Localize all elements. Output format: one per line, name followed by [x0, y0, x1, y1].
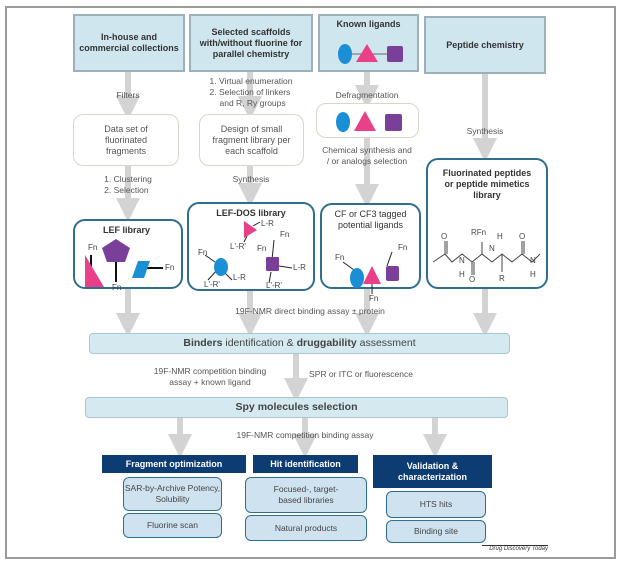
fn-label: Fn	[335, 253, 345, 262]
source-inhouse: In-house and commercial collections	[73, 14, 185, 72]
ellipse-icon	[214, 258, 228, 276]
fn-label: Fn	[112, 283, 122, 292]
lpr-label: L'-R'	[204, 280, 220, 289]
triangle-icon	[244, 221, 257, 238]
binders-text: identification &	[222, 337, 297, 349]
synthesis-peptide-label: Synthesis	[466, 126, 504, 136]
fn-label: Fn	[369, 294, 379, 303]
peptide-backbone	[432, 241, 541, 275]
hts-hits-box: HTS hits	[386, 491, 486, 518]
triangle-icon	[356, 44, 378, 62]
clustering-steps: 1. Clustering 2. Selection	[104, 174, 152, 196]
virtual-step-3: and R, Ry groups	[219, 98, 286, 108]
h-label: H	[459, 270, 465, 279]
square-icon	[387, 46, 403, 62]
spr-label: SPR or ITC or fluorescence	[309, 369, 413, 379]
o-label: O	[441, 232, 448, 241]
frame	[5, 6, 616, 559]
defrag-label: Defragmentation	[335, 90, 399, 100]
h-label: H	[530, 270, 536, 279]
h-label: H	[497, 232, 503, 241]
square-icon	[384, 113, 402, 131]
o-label: O	[519, 232, 526, 241]
dataset-box: Data set of fluorinated fragments	[73, 114, 179, 166]
fragment-optimization-header: Fragment optimization	[102, 455, 246, 473]
source-peptide: Peptide chemistry	[424, 16, 546, 74]
virtual-step-2: 2. Selection of linkers	[209, 87, 291, 97]
credit: Drug Discovery Today	[482, 545, 548, 552]
right-triangle-icon	[85, 255, 104, 287]
n-label: N	[459, 256, 465, 265]
lr-label: L-R	[293, 263, 306, 272]
natural-products-box: Natural products	[245, 515, 367, 541]
fn-label: Fn	[198, 248, 208, 257]
ellipse-icon	[338, 44, 352, 64]
lpr-label: L'-R'	[266, 281, 282, 290]
validation-header: Validation & characterization	[373, 455, 492, 488]
r-label: R	[499, 274, 505, 283]
hit-identification-header: Hit identification	[253, 455, 358, 473]
fn-label: Fn	[257, 244, 267, 253]
lef-dos-library-box: LEF-DOS library	[187, 202, 315, 291]
design-box: Design of small fragment library per eac…	[199, 114, 304, 166]
fn-label: Fn	[88, 243, 98, 252]
n-label: N	[530, 256, 536, 265]
lr-label: L-R	[261, 219, 274, 228]
binding-site-box: Binding site	[386, 520, 486, 543]
square-icon	[386, 266, 399, 281]
lr-label: L-R	[233, 273, 246, 282]
fn-label: Fn	[280, 230, 290, 239]
triangle-icon	[353, 110, 376, 131]
o-label: O	[469, 275, 476, 284]
sar-by-archive-box: SAR-by-Archive Potency, Solubility	[123, 477, 222, 511]
fluorine-scan-box: Fluorine scan	[123, 513, 222, 538]
virtual-step-1: 1. Virtual enumeration	[209, 76, 293, 86]
triangle-icon	[363, 266, 381, 284]
assessment-text: assessment	[356, 337, 416, 349]
clustering-step-2: 2. Selection	[104, 185, 149, 195]
virtual-steps: 1. Virtual enumeration 2. Selection of l…	[209, 76, 292, 109]
fn-label: Fn	[398, 243, 408, 252]
binders-bold: Binders	[183, 337, 223, 349]
spy-bar: Spy molecules selection	[85, 397, 508, 418]
competition-known-label: 19F-NMR competition binding assay + know…	[153, 366, 267, 387]
chem-synth-label: Chemical synthesis and / or analogs sele…	[322, 145, 412, 166]
n-label: N	[489, 244, 495, 253]
clustering-step-1: 1. Clustering	[104, 174, 152, 184]
peptide-library-box: Fluorinated peptides or peptide mimetics…	[426, 158, 548, 289]
fragment-shapes	[335, 110, 402, 132]
direct-assay-label: 19F-NMR direct binding assay ± protein	[235, 306, 385, 316]
fn-label: Fn	[165, 263, 175, 272]
ellipse-icon	[350, 268, 364, 288]
binders-bar: Binders identification & druggability as…	[89, 333, 510, 354]
rfn-label: RFn	[471, 228, 487, 237]
comp-assay-label: 19F-NMR competition binding assay	[236, 430, 374, 440]
lpr-label: L'-R'	[230, 242, 246, 251]
ellipse-icon	[335, 111, 350, 132]
synthesis-dos-label: Synthesis	[232, 174, 270, 184]
druggability-bold: druggability	[296, 337, 357, 349]
focused-libraries-box: Focused-, target-based libraries	[245, 477, 367, 513]
source-scaffolds: Selected scaffolds with/without fluorine…	[189, 14, 313, 72]
square-icon	[266, 257, 279, 271]
parallelogram-icon	[132, 261, 150, 278]
fragments-box	[316, 103, 419, 138]
filters-label: Filters	[116, 90, 140, 100]
source-known-ligands: Known ligands	[318, 14, 419, 72]
pentagon-icon	[102, 239, 130, 262]
